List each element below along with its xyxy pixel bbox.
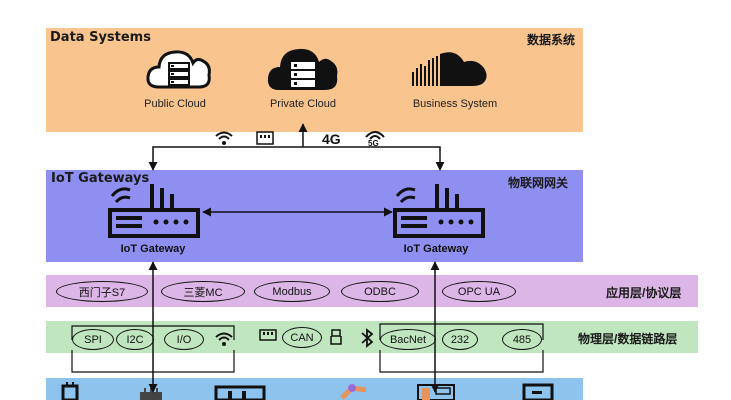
physical-layer-title: 物理层/数据链路层 [578, 332, 678, 346]
4g-label: 4G [322, 131, 341, 147]
5g-signal-icon [365, 131, 385, 140]
protocol-odbc: ODBC [341, 281, 419, 302]
public-cloud-icon [146, 50, 211, 89]
protocol-modbus: Modbus [254, 281, 330, 302]
right-interface-bracket [379, 323, 544, 340]
interface-io: I/O [164, 329, 204, 350]
public-cloud-label: Public Cloud [144, 98, 206, 110]
bluetooth-icon [361, 328, 374, 348]
protocol-opc-ua: OPC UA [442, 281, 516, 302]
physical-wifi-icon [215, 332, 233, 346]
right-bracket-down [379, 350, 544, 373]
data-systems-title-cn: 数据系统 [527, 33, 576, 47]
left-bracket-down [71, 350, 235, 373]
ethernet-icon [256, 131, 274, 145]
device-monitor-icon [522, 383, 554, 400]
5g-text: 5G [368, 139, 379, 148]
interface-can: CAN [282, 327, 322, 348]
5g-label: 5G [364, 128, 386, 148]
data-systems-title: Data Systems [50, 30, 151, 45]
wifi-icon [215, 131, 233, 145]
protocol-mitsubishi-mc: 三菱MC [161, 281, 245, 302]
device-panel-icon [214, 385, 266, 400]
uplink-line [148, 146, 445, 171]
right-router-icon [393, 184, 485, 238]
business-system-label: Business System [412, 98, 498, 110]
left-router-icon [108, 184, 200, 238]
right-gateway-label: IoT Gateway [403, 243, 469, 255]
usb-icon [330, 329, 342, 345]
left-interface-bracket [71, 325, 235, 340]
interface-232: 232 [442, 329, 478, 350]
physical-ethernet-icon [259, 329, 277, 341]
protocol-siemens-s7: 西门子S7 [56, 281, 148, 302]
private-cloud-label: Private Cloud [269, 98, 337, 110]
device-robot-arm-icon [340, 384, 367, 400]
private-cloud-icon [267, 48, 338, 90]
left-gateway-label: IoT Gateway [120, 243, 186, 255]
interface-485: 485 [502, 329, 542, 350]
application-layer-title: 应用层/协议层 [606, 286, 682, 300]
iot-gateways-title-cn: 物联网网关 [508, 176, 569, 190]
device-chip-icon [61, 382, 79, 400]
business-system-icon [412, 52, 487, 86]
iot-gateways-title: IoT Gateways [51, 171, 150, 186]
